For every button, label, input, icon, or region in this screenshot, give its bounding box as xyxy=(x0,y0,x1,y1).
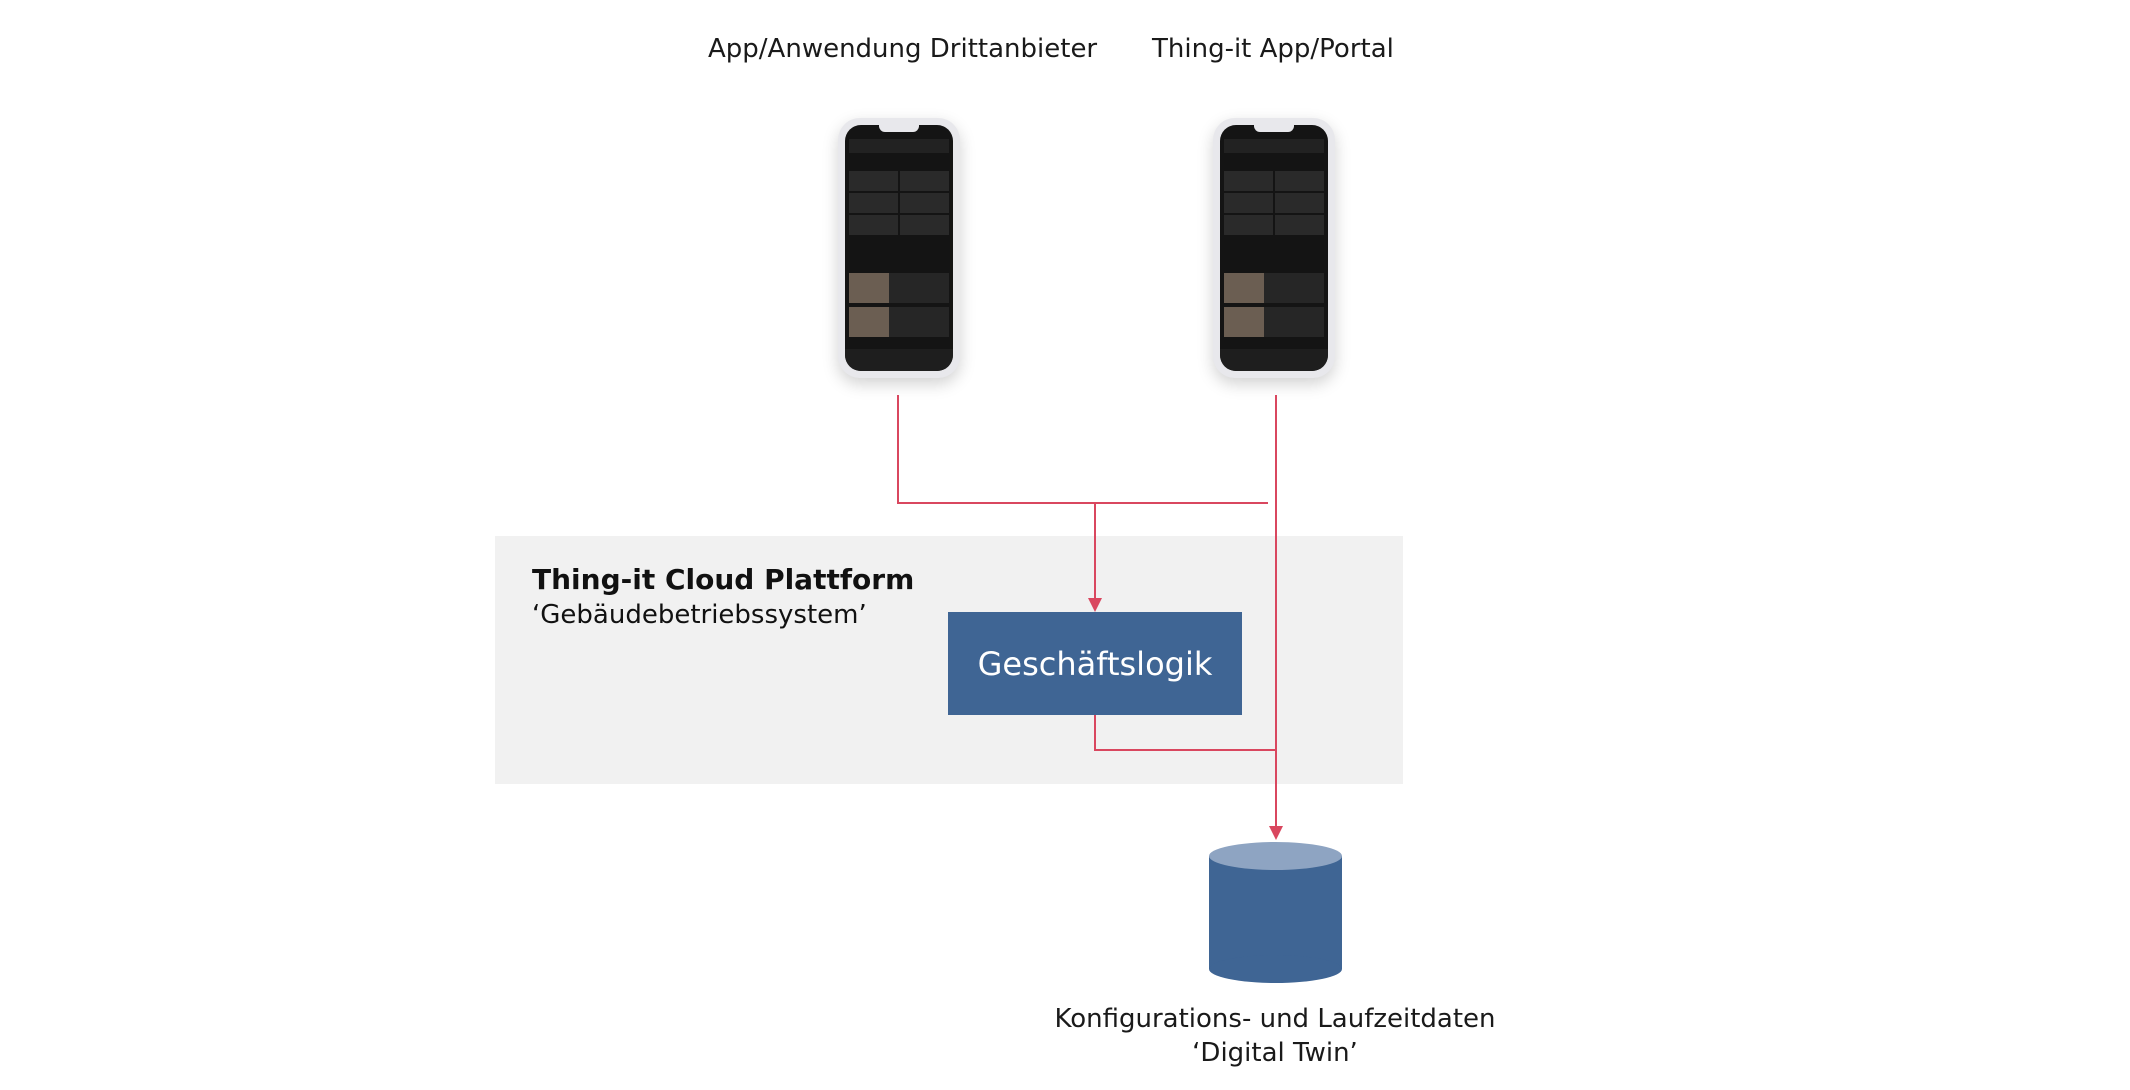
third-party-phone-image xyxy=(838,118,960,378)
business-logic-box: Geschäftslogik xyxy=(948,612,1242,715)
arrowhead-to-db xyxy=(1269,826,1283,840)
platform-subtitle: ‘Gebäudebetriebssystem’ xyxy=(532,600,867,630)
thing-it-phone-image xyxy=(1213,118,1335,378)
thing-it-app-label: Thing-it App/Portal xyxy=(1152,34,1394,64)
database-label: Konfigurations- und Laufzeitdaten xyxy=(1054,1004,1496,1034)
third-party-app-label: App/Anwendung Drittanbieter xyxy=(708,34,1098,64)
connector-logic-to-db xyxy=(1094,715,1276,751)
arrowhead-to-logic xyxy=(1088,598,1102,612)
database-sublabel: ‘Digital Twin’ xyxy=(1192,1038,1358,1068)
connector-third-party xyxy=(897,395,1268,504)
business-logic-label: Geschäftslogik xyxy=(977,644,1213,683)
database-cylinder xyxy=(1209,842,1342,983)
platform-title: Thing-it Cloud Plattform xyxy=(532,563,915,596)
